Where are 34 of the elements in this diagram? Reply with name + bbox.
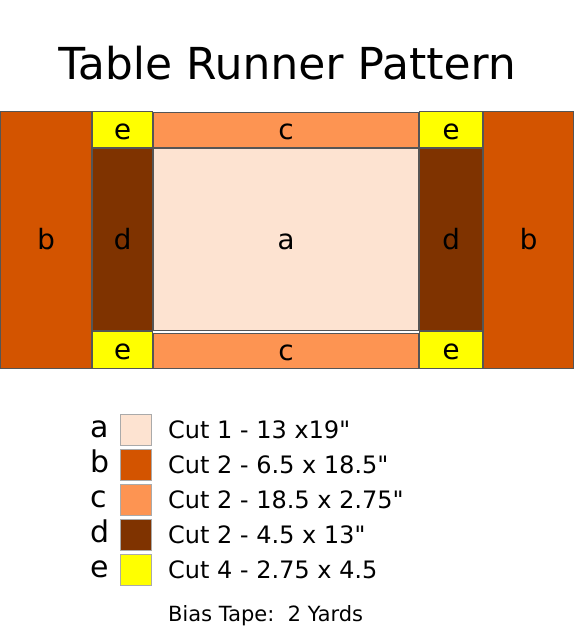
piece-letter: d: [114, 226, 132, 254]
piece-letter: c: [278, 337, 294, 365]
legend-letter: d: [90, 516, 110, 550]
legend-letter: a: [90, 411, 108, 445]
corner-square: [419, 111, 483, 148]
fabric-strip: [0, 111, 92, 369]
piece-letter: a: [277, 226, 295, 254]
piece-letter: d: [442, 226, 460, 254]
legend-letter: b: [90, 446, 110, 480]
legend-text: Cut 1 - 13 x19": [168, 415, 350, 446]
legend-letter: e: [90, 551, 108, 585]
center-panel: [153, 148, 419, 331]
piece-letter: b: [37, 226, 55, 254]
legend-letter: c: [90, 481, 106, 515]
piece-letter: e: [442, 336, 460, 364]
piece-letter: b: [520, 226, 538, 254]
note: Bias Tape: 2 Yards: [168, 601, 363, 628]
legend-text: Cut 2 - 18.5 x 2.75": [168, 485, 404, 516]
fabric-strip: [483, 111, 574, 369]
corner-square: [92, 331, 153, 369]
corner-square: [92, 111, 153, 148]
title: Table Runner Pattern: [57, 38, 517, 92]
legend-text: Cut 4 - 2.75 x 4.5: [168, 555, 378, 586]
piece-letter: e: [114, 336, 132, 364]
fabric-strip: [92, 148, 153, 331]
legend-text: Cut 2 - 6.5 x 18.5": [168, 450, 388, 481]
fabric-strip: [419, 148, 483, 331]
piece-letter: c: [278, 116, 294, 144]
fabric-strip: [153, 333, 419, 369]
corner-square: [419, 331, 483, 369]
legend-text: Cut 2 - 4.5 x 13": [168, 520, 366, 551]
piece-letter: e: [442, 116, 460, 144]
fabric-strip: [153, 112, 419, 148]
piece-letter: e: [114, 116, 132, 144]
